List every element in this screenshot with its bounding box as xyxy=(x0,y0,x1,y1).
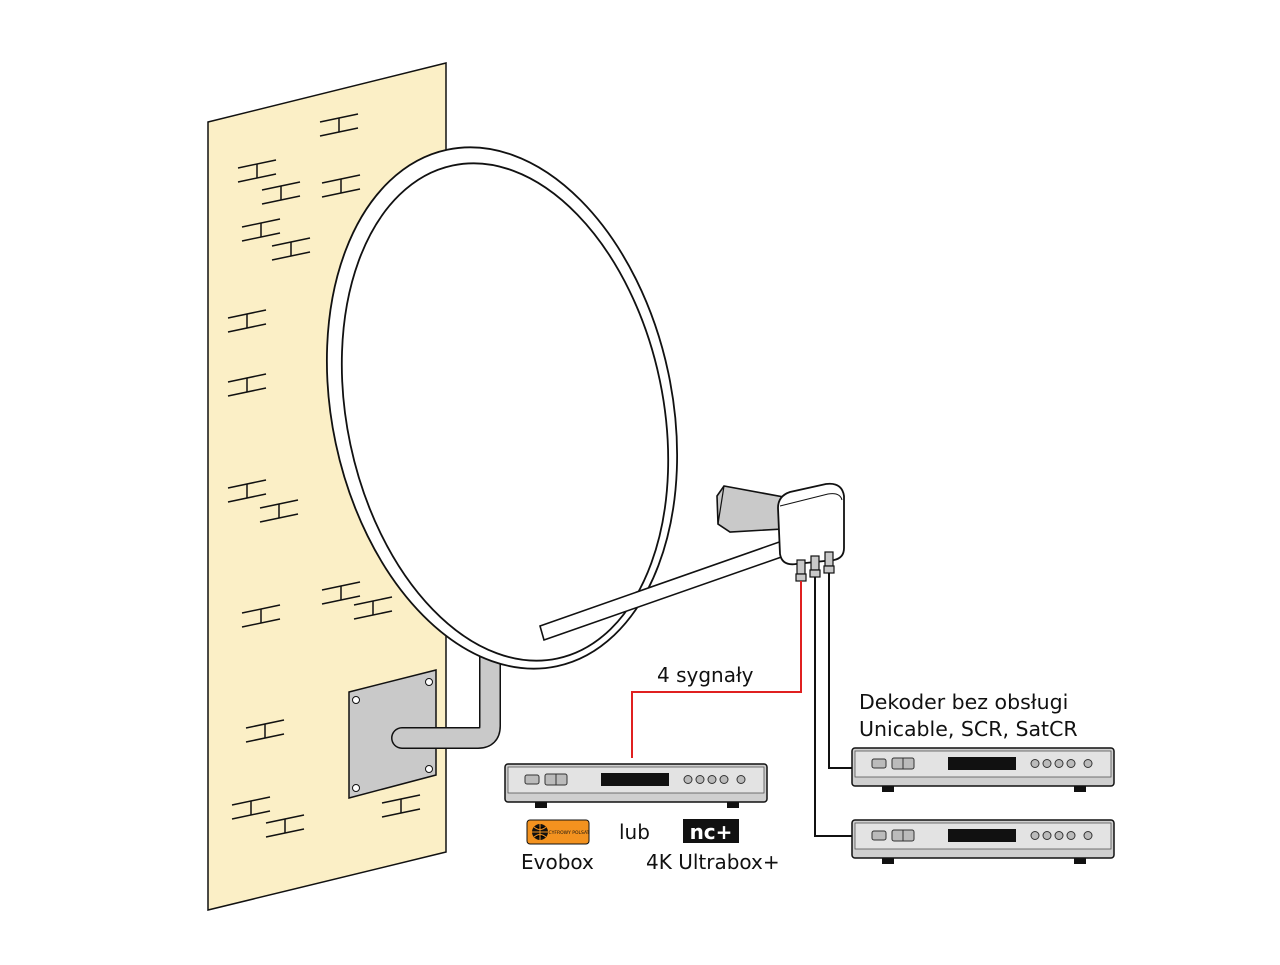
set-top-box-icon xyxy=(504,763,768,809)
decoder-caption-line1: Dekoder bez obsługi xyxy=(859,690,1068,714)
receiver-main xyxy=(504,763,768,809)
satellite-dish-icon xyxy=(325,146,792,670)
receiver-decoder-2 xyxy=(851,819,1115,865)
or-label: lub xyxy=(619,820,650,844)
cables xyxy=(631,573,852,837)
cable-decoder-2 xyxy=(814,577,852,837)
ncplus-logo: nc+ xyxy=(683,819,739,844)
ncplus-logo-text: nc+ xyxy=(690,820,733,844)
lnb-body xyxy=(777,482,845,566)
signal-cable xyxy=(631,581,802,758)
polsat-logo-text: CYFROWY POLSAT xyxy=(549,830,590,836)
quad-lnb-icon xyxy=(716,482,845,582)
set-top-box-icon xyxy=(851,747,1115,793)
cable-decoder-1 xyxy=(828,573,852,769)
polsat-logo: CYFROWY POLSAT xyxy=(526,819,590,845)
evobox-label: Evobox xyxy=(521,850,594,874)
dish-reflector xyxy=(340,162,670,662)
cable-signal-label: 4 sygnały xyxy=(657,663,754,687)
decoder-caption-line2: Unicable, SCR, SatCR xyxy=(859,717,1078,741)
ultrabox-label: 4K Ultrabox+ xyxy=(646,850,780,874)
receiver-decoder-1 xyxy=(851,747,1115,793)
wall-mount xyxy=(348,629,501,799)
set-top-box-icon xyxy=(851,819,1115,865)
